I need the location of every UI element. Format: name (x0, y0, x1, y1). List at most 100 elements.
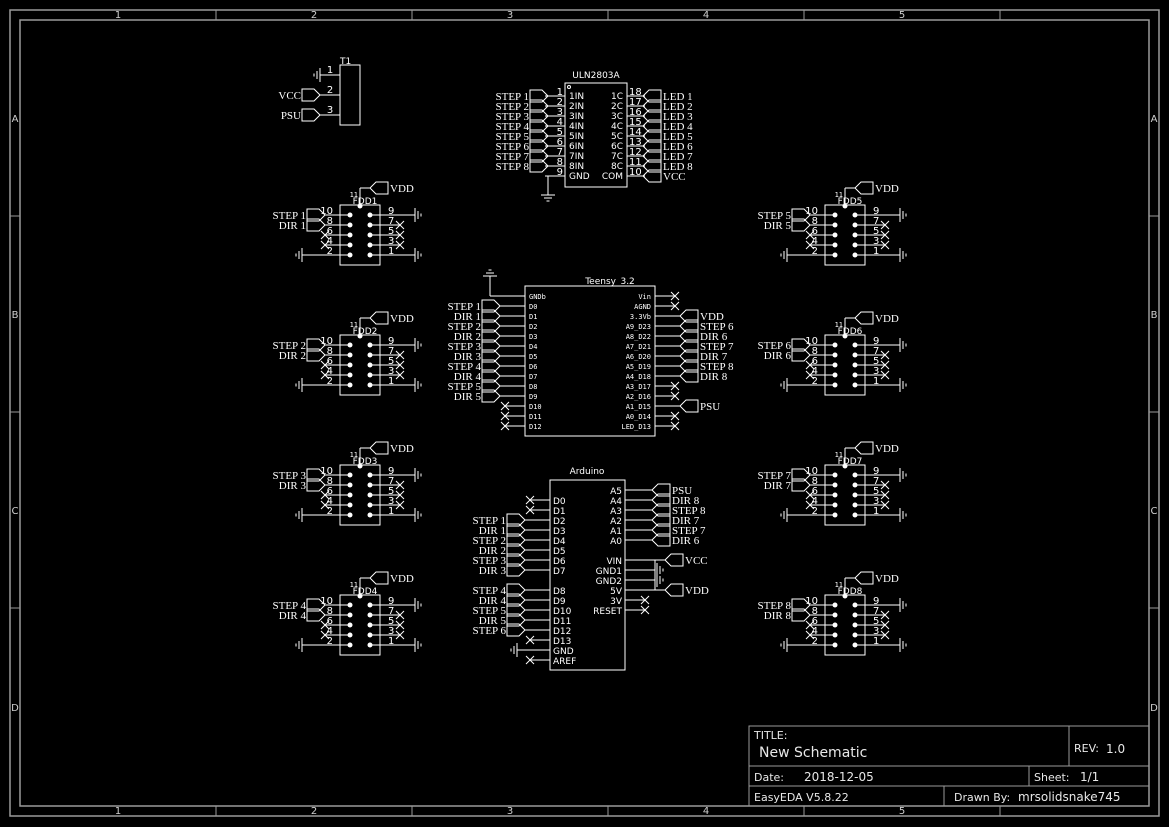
net-label: STEP 3 (447, 341, 481, 353)
net-flag-psu[interactable]: PSU (679, 399, 720, 413)
pin-number: 10 (629, 167, 642, 178)
net-label: DIR 6 (700, 331, 728, 343)
net-flag-vdd[interactable]: VDD (369, 181, 414, 195)
no-connect-icon (320, 630, 330, 640)
pin-number: 10 (320, 206, 333, 217)
title-block: TITLE: New Schematic REV: 1.0 Date: 2018… (748, 725, 1150, 807)
pin-number: 3 (873, 626, 879, 637)
pin-number: 5 (388, 616, 394, 627)
no-connect-icon (395, 500, 405, 510)
net-label: PSU (672, 485, 692, 497)
zone-col-label: 2 (311, 10, 317, 21)
net-label: VDD (685, 585, 709, 597)
net-flag-vdd[interactable]: VDD (854, 181, 899, 195)
net-flag-dir-7[interactable]: DIR 7 (764, 478, 811, 492)
pin-number: 1 (388, 376, 394, 387)
pin-name: D12 (553, 627, 571, 637)
net-flag-step-8[interactable]: STEP 8 (495, 159, 549, 173)
pin-number: 3 (873, 496, 879, 507)
net-label: STEP 6 (472, 625, 506, 637)
net-flag-dir-6[interactable]: DIR 6 (651, 533, 700, 547)
pin-name: D6 (529, 363, 537, 371)
net-flag-vdd[interactable]: VDD (854, 571, 899, 585)
net-flag-vdd[interactable]: VDD (854, 311, 899, 325)
title-value[interactable]: New Schematic (759, 745, 867, 761)
net-flag-dir-6[interactable]: DIR 6 (764, 348, 811, 362)
pin-name: A0_D14 (626, 413, 651, 421)
net-flag-dir-4[interactable]: DIR 4 (279, 608, 326, 622)
rev-value[interactable]: 1.0 (1106, 742, 1125, 756)
sheet-value[interactable]: 1/1 (1080, 770, 1099, 784)
ground-icon (414, 508, 422, 522)
no-connect-icon (670, 381, 680, 391)
net-flag-dir-8[interactable]: DIR 8 (764, 608, 811, 622)
net-flag-dir-3[interactable]: DIR 3 (279, 478, 326, 492)
no-connect-icon (670, 301, 680, 311)
no-connect-icon (320, 370, 330, 380)
net-flag-vdd[interactable]: VDD (369, 311, 414, 325)
net-flag-vdd[interactable]: VDD (369, 441, 414, 455)
net-flag-dir-5[interactable]: DIR 5 (764, 218, 811, 232)
pin-name: Vin (638, 293, 651, 301)
no-connect-icon (395, 620, 405, 630)
pin-name: 3.3Vb (630, 313, 651, 321)
net-label: VDD (390, 443, 414, 455)
net-flag-vdd[interactable]: VDD (664, 583, 709, 597)
no-connect-icon (670, 291, 680, 301)
date-value[interactable]: 2018-12-05 (804, 770, 874, 784)
net-label: STEP 8 (700, 361, 734, 373)
net-flag-vcc[interactable]: VCC (664, 553, 708, 567)
pin-number: 1 (557, 87, 563, 98)
net-flag-dir-2[interactable]: DIR 2 (279, 348, 326, 362)
pin-name: 6C (611, 142, 623, 152)
pin-name: AREF (553, 657, 576, 667)
pin-name: D8 (529, 383, 537, 391)
net-label: DIR 2 (279, 350, 306, 362)
no-connect-icon (525, 655, 535, 665)
no-connect-icon (880, 500, 890, 510)
pin-number: 3 (873, 236, 879, 247)
net-flag-vcc[interactable]: VCC (278, 88, 321, 102)
net-label: DIR 2 (454, 331, 481, 343)
sheet-label: Sheet: (1034, 771, 1070, 784)
ground-icon (780, 378, 788, 392)
net-flag-step-6[interactable]: STEP 6 (472, 623, 526, 637)
pin-number: 5 (873, 616, 879, 627)
net-flag-vdd[interactable]: VDD (369, 571, 414, 585)
net-flag-dir-5[interactable]: DIR 5 (454, 389, 501, 403)
date-label: Date: (754, 771, 784, 784)
pin-number: 9 (873, 466, 879, 477)
net-flag-dir-3[interactable]: DIR 3 (479, 563, 526, 577)
pin-number: 13 (629, 137, 642, 148)
no-connect-icon (880, 630, 890, 640)
net-flag-vdd[interactable]: VDD (854, 441, 899, 455)
pin-number: 3 (388, 626, 394, 637)
net-flag-dir-8[interactable]: DIR 8 (679, 369, 728, 383)
net-flag-psu[interactable]: PSU (281, 108, 321, 122)
pin-number: 7 (873, 606, 879, 617)
pin-name: GND1 (596, 567, 622, 577)
net-label: VCC (663, 171, 686, 183)
net-flag-dir-1[interactable]: DIR 1 (279, 218, 326, 232)
net-flag-vcc[interactable]: VCC (642, 169, 686, 183)
pin-name: D1 (529, 313, 537, 321)
no-connect-icon (880, 350, 890, 360)
net-label: STEP 3 (272, 470, 306, 482)
drawn-by-value[interactable]: mrsolidsnake745 (1018, 790, 1121, 804)
arduino-ref: Arduino (570, 467, 605, 477)
ground-icon (899, 248, 907, 262)
pin-number: 11 (835, 321, 843, 329)
net-label: DIR 1 (479, 525, 506, 537)
